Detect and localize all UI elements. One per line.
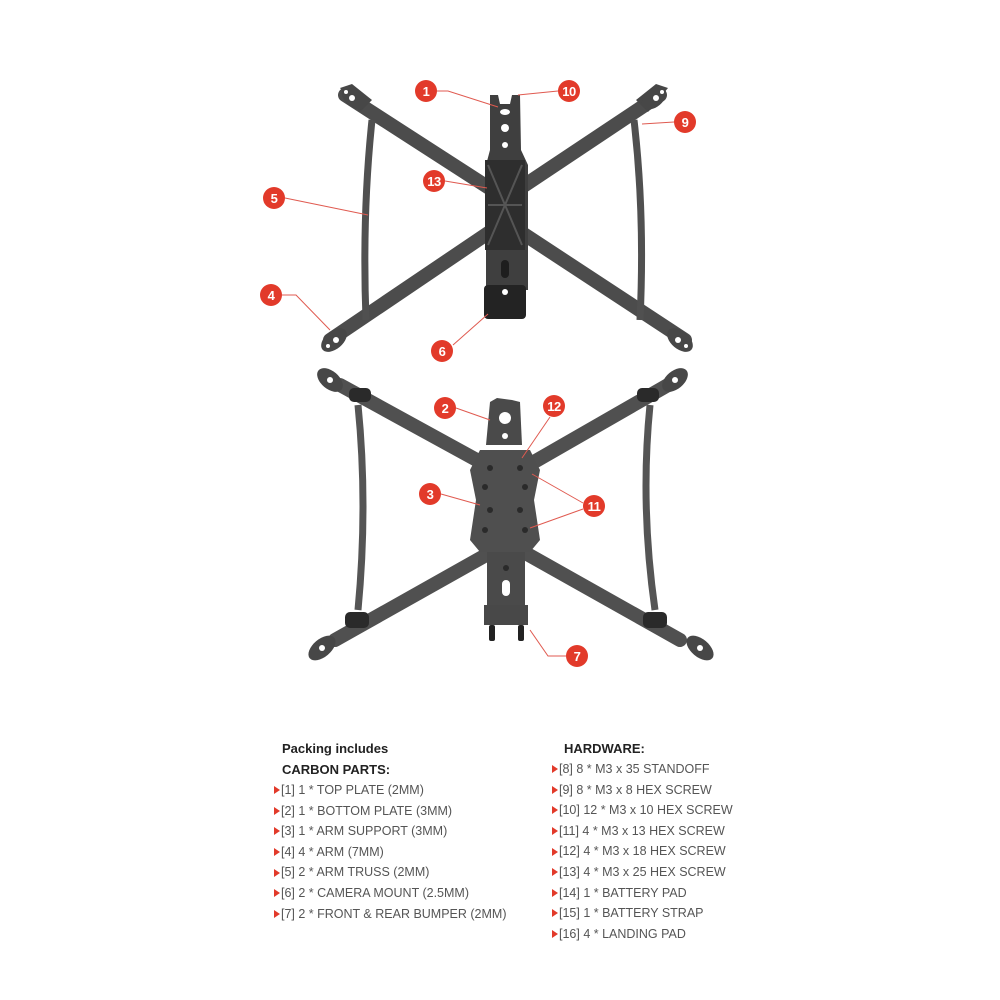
list-item: [5] 2 * ARM TRUSS (2MM) bbox=[274, 862, 507, 883]
bullet-arrow-icon bbox=[274, 868, 280, 877]
callout-2: 2 bbox=[434, 397, 456, 419]
bullet-arrow-icon bbox=[274, 786, 280, 795]
list-item: [9] 8 * M3 x 8 HEX SCREW bbox=[552, 780, 733, 801]
callout-7: 7 bbox=[566, 645, 588, 667]
list-item: [7] 2 * FRONT & REAR BUMPER (2MM) bbox=[274, 904, 507, 925]
list-item: [8] 8 * M3 x 35 STANDOFF bbox=[552, 759, 733, 780]
list-item: [6] 2 * CAMERA MOUNT (2.5MM) bbox=[274, 883, 507, 904]
bullet-arrow-icon bbox=[552, 930, 558, 939]
list-item: [4] 4 * ARM (7MM) bbox=[274, 842, 507, 863]
callout-9: 9 bbox=[674, 111, 696, 133]
bullet-arrow-icon bbox=[552, 868, 558, 877]
top-view-leader-lines bbox=[282, 90, 675, 346]
top-view-frame bbox=[321, 84, 693, 352]
bullet-arrow-icon bbox=[274, 889, 280, 898]
callout-1: 1 bbox=[415, 80, 437, 102]
list-item: [16] 4 * LANDING PAD bbox=[552, 924, 733, 945]
bullet-arrow-icon bbox=[552, 847, 558, 856]
list-item: [1] 1 * TOP PLATE (2MM) bbox=[274, 780, 507, 801]
carbon-parts-heading: CARBON PARTS: bbox=[282, 762, 391, 777]
callout-6: 6 bbox=[431, 340, 453, 362]
bullet-arrow-icon bbox=[274, 827, 280, 836]
bottom-view-frame bbox=[308, 368, 714, 661]
bullet-arrow-icon bbox=[552, 827, 558, 836]
bullet-arrow-icon bbox=[552, 888, 558, 897]
callout-4: 4 bbox=[260, 284, 282, 306]
bottom-view-leader-lines bbox=[440, 407, 584, 657]
bullet-arrow-icon bbox=[552, 785, 558, 794]
callout-13: 13 bbox=[423, 170, 445, 192]
bullet-arrow-icon bbox=[274, 806, 280, 815]
list-item: [11] 4 * M3 x 13 HEX SCREW bbox=[552, 821, 733, 842]
callout-11: 11 bbox=[583, 495, 605, 517]
list-item: [12] 4 * M3 x 18 HEX SCREW bbox=[552, 841, 733, 862]
frame-diagram bbox=[282, 84, 714, 661]
bullet-arrow-icon bbox=[552, 909, 558, 918]
callout-5: 5 bbox=[263, 187, 285, 209]
list-item: [3] 1 * ARM SUPPORT (3MM) bbox=[274, 821, 507, 842]
list-item: [13] 4 * M3 x 25 HEX SCREW bbox=[552, 862, 733, 883]
list-item: [2] 1 * BOTTOM PLATE (3MM) bbox=[274, 801, 507, 822]
packing-title: Packing includes bbox=[282, 741, 389, 756]
hardware-heading: HARDWARE: bbox=[564, 741, 645, 756]
hardware-list: HARDWARE: [8] 8 * M3 x 35 STANDOFF [9] 8… bbox=[552, 738, 733, 944]
list-item: [10] 12 * M3 x 10 HEX SCREW bbox=[552, 800, 733, 821]
bullet-arrow-icon bbox=[274, 909, 280, 918]
callout-12: 12 bbox=[543, 395, 565, 417]
bullet-arrow-icon bbox=[552, 765, 558, 774]
callout-10: 10 bbox=[558, 80, 580, 102]
bullet-arrow-icon bbox=[274, 848, 280, 857]
list-item: [14] 1 * BATTERY PAD bbox=[552, 883, 733, 904]
bullet-arrow-icon bbox=[552, 806, 558, 815]
carbon-parts-list: Packing includes CARBON PARTS: [1] 1 * T… bbox=[274, 738, 507, 924]
callout-3: 3 bbox=[419, 483, 441, 505]
list-item: [15] 1 * BATTERY STRAP bbox=[552, 903, 733, 924]
